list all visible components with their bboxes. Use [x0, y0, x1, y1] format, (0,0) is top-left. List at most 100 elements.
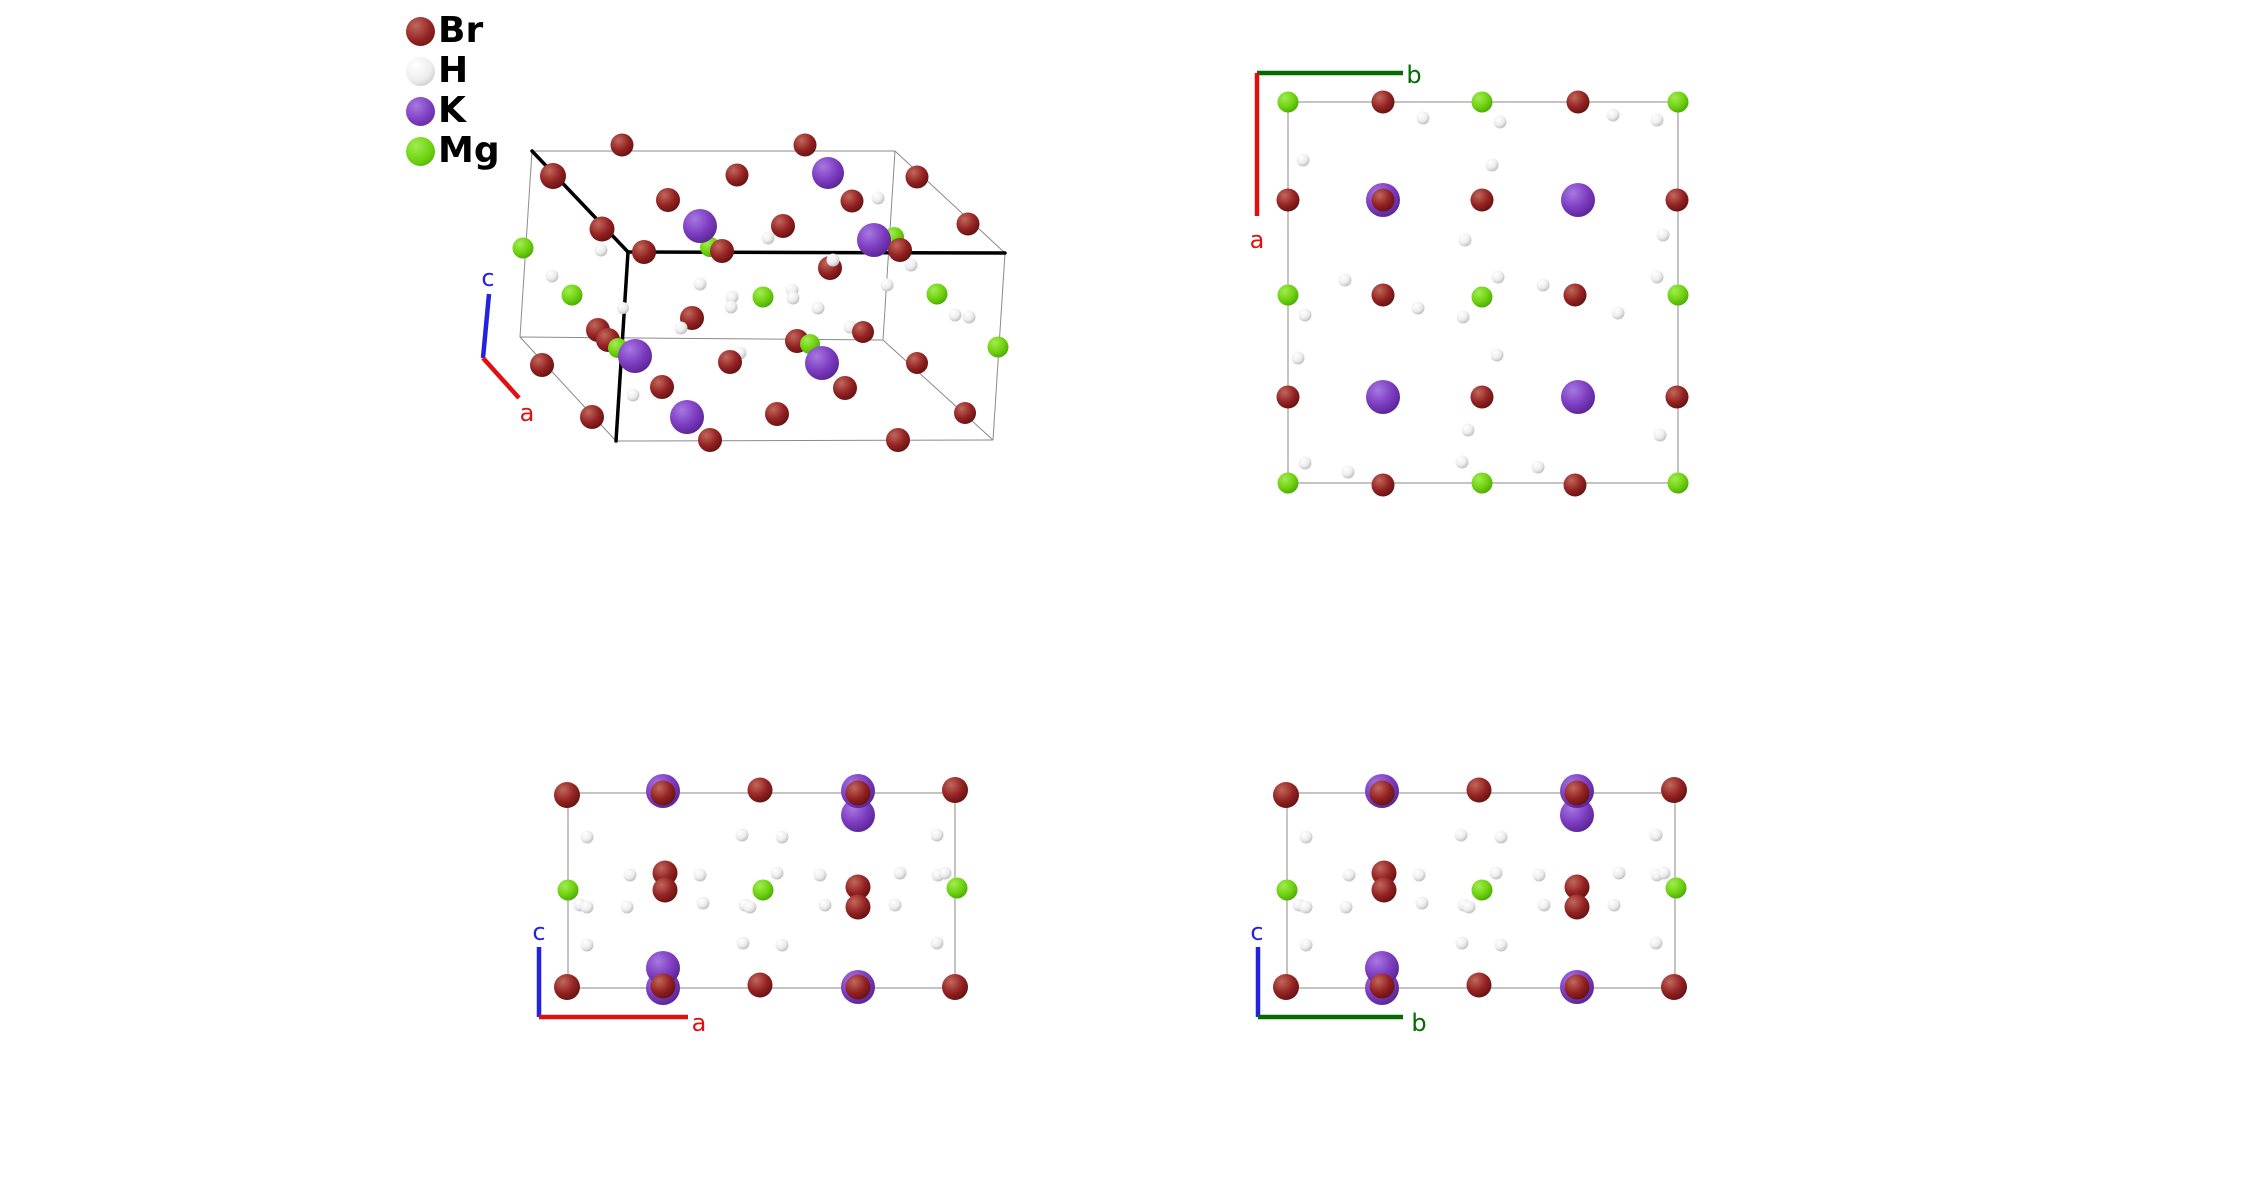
- atom-h: [1462, 900, 1476, 914]
- atom-br: [610, 133, 634, 157]
- atom-br: [833, 376, 857, 400]
- atom-h: [696, 896, 710, 910]
- atom-k: [805, 346, 839, 380]
- mg-atom-icon: [406, 136, 435, 166]
- atom-br: [530, 353, 554, 377]
- atom-br: [886, 428, 910, 452]
- atom-h: [626, 388, 640, 402]
- legend-label-k: K: [438, 90, 466, 131]
- atom-br: [1371, 877, 1397, 903]
- atom-br: [1371, 188, 1395, 212]
- atom-h: [1412, 868, 1426, 882]
- atom-br: [852, 321, 874, 343]
- atom-mg: [1277, 472, 1299, 494]
- atom-h: [761, 231, 775, 245]
- cell-edge: [519, 336, 884, 341]
- atom-h: [818, 898, 832, 912]
- atom-h: [693, 868, 707, 882]
- atom-br: [765, 402, 789, 426]
- h-atom-icon: [406, 56, 435, 86]
- atom-h: [770, 866, 784, 880]
- atom-h: [736, 936, 750, 950]
- atom-h: [1458, 233, 1472, 247]
- atom-h: [1298, 456, 1312, 470]
- atom-k: [1561, 380, 1595, 414]
- atom-br: [1665, 385, 1689, 409]
- atom-br: [845, 894, 871, 920]
- atom-h: [580, 830, 594, 844]
- atom-mg: [752, 286, 774, 308]
- atom-br: [589, 216, 615, 242]
- atom-mg: [1471, 91, 1493, 113]
- atom-br: [840, 189, 864, 213]
- atom-br: [906, 352, 928, 374]
- atom-h: [1490, 348, 1504, 362]
- atom-mg: [1471, 472, 1493, 494]
- projection-a-c: ca: [532, 774, 968, 1037]
- atom-mg: [1667, 472, 1689, 494]
- atom-mg: [1471, 879, 1493, 901]
- atom-h: [775, 830, 789, 844]
- atom-br: [1564, 894, 1590, 920]
- atom-h: [786, 291, 800, 305]
- atom-br: [942, 777, 968, 803]
- projection-b-c: cb: [1250, 774, 1687, 1037]
- atom-br: [956, 212, 980, 236]
- atom-h: [594, 243, 608, 257]
- atom-h: [1299, 830, 1313, 844]
- atom-h: [1416, 111, 1430, 125]
- atom-h: [938, 866, 952, 880]
- atom-mg: [1277, 284, 1299, 306]
- atom-h: [904, 258, 918, 272]
- atom-br: [650, 973, 676, 999]
- atom-h: [1489, 866, 1503, 880]
- atom-h: [1653, 428, 1667, 442]
- atom-br: [1470, 385, 1494, 409]
- atom-k: [646, 951, 680, 985]
- perspective-view: ca: [480, 133, 1009, 452]
- atom-k: [1366, 380, 1400, 414]
- atom-h: [1494, 938, 1508, 952]
- atom-h: [962, 310, 976, 324]
- atom-h: [743, 900, 757, 914]
- atom-br: [1661, 974, 1687, 1000]
- atom-br: [710, 239, 734, 263]
- atom-h: [1657, 866, 1671, 880]
- atom-h: [1656, 228, 1670, 242]
- atom-br: [1564, 874, 1590, 900]
- atom-h: [1607, 898, 1621, 912]
- atom-mg: [1471, 286, 1493, 308]
- atom-h: [1291, 351, 1305, 365]
- atom-h: [623, 868, 637, 882]
- atom-br: [793, 133, 817, 157]
- atom-br: [747, 972, 773, 998]
- atom-h: [1606, 108, 1620, 122]
- atom-h: [1493, 115, 1507, 129]
- atom-h: [1532, 868, 1546, 882]
- atom-k: [618, 339, 652, 373]
- atom-br: [888, 238, 912, 262]
- atom-br: [632, 240, 656, 264]
- atom-k: [812, 157, 844, 189]
- atom-br: [718, 350, 742, 374]
- atom-h: [871, 191, 885, 205]
- atom-mg: [1665, 877, 1687, 899]
- atom-h: [620, 900, 634, 914]
- cell-edge: [882, 339, 994, 441]
- atom-br: [1563, 473, 1587, 497]
- atom-mg: [946, 877, 968, 899]
- legend-label-mg: Mg: [438, 130, 500, 171]
- atom-br: [1273, 782, 1299, 808]
- atom-h: [725, 290, 739, 304]
- axis-a-label: a: [692, 1009, 707, 1037]
- projection-b-a: ba: [1250, 61, 1689, 497]
- legend-row-br: Br: [406, 11, 500, 51]
- cell-edge-front: [626, 250, 1007, 255]
- atom-h: [948, 308, 962, 322]
- atom-br: [656, 188, 680, 212]
- atom-h: [1650, 113, 1664, 127]
- atom-br: [1566, 90, 1590, 114]
- atom-br: [1369, 780, 1395, 806]
- cell-edge: [615, 439, 994, 442]
